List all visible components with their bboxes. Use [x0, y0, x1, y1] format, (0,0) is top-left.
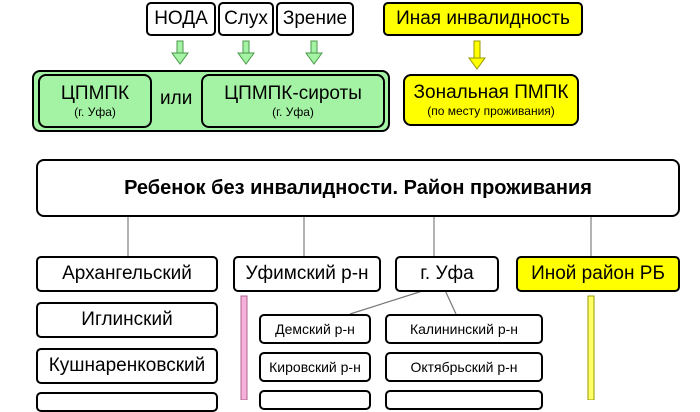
cpmpk-siroty-title: ЦПМПК-сироты [224, 82, 362, 104]
box-sluh: Слух [218, 2, 274, 36]
zonal-sub: (по месту проживания) [427, 103, 555, 118]
box-column1-partial [36, 392, 218, 412]
box-oktyabrsky-rn: Октябрьский р-н [385, 352, 543, 382]
box-zonal-pmpk: Зональная ПМПК (по месту проживания) [403, 74, 579, 126]
box-kirovsky-rn: Кировский р-н [259, 352, 371, 382]
line-ufa-left [349, 287, 433, 315]
yellow-vertical-bar [587, 295, 595, 400]
box-zrenie: Зрение [276, 2, 354, 36]
green-arrow-sluh [237, 40, 255, 65]
box-arhangelsky: Архангельский [36, 256, 218, 292]
green-arrow-noda [171, 40, 189, 65]
box-ufa-right-partial [385, 390, 543, 410]
line-ufa-right [443, 287, 457, 315]
ufa-label: г. Уфа [420, 263, 474, 284]
box-inaya-label: Иная инвалидность [396, 8, 570, 29]
box-cpmpk-siroty: ЦПМПК-сироты (г. Уфа) [201, 74, 385, 128]
zonal-title: Зональная ПМПК [413, 81, 569, 103]
cpmpk-siroty-sub: (г. Уфа) [272, 104, 314, 119]
box-noda-label: НОДА [154, 8, 208, 29]
oktyabrsky-label: Октябрьский р-н [410, 359, 518, 375]
box-demsky-rn: Демский р-н [259, 314, 371, 344]
box-ufimsky-rn: Уфимский р-н [233, 256, 381, 292]
box-iglinsky: Иглинский [36, 302, 218, 338]
box-noda: НОДА [146, 2, 216, 36]
box-ufa: г. Уфа [395, 256, 499, 292]
inoy-rayon-label: Иной район РБ [531, 263, 665, 284]
kirovsky-label: Кировский р-н [269, 359, 361, 375]
kalininsky-label: Калининский р-н [409, 321, 519, 337]
box-kalininsky-rn: Калининский р-н [385, 314, 543, 344]
box-sluh-label: Слух [224, 8, 268, 29]
green-arrow-zrenie [305, 40, 323, 65]
pink-vertical-bar [240, 295, 248, 400]
ufimsky-rn-label: Уфимский р-н [245, 263, 369, 284]
connector-ili: или [160, 88, 193, 109]
main-box-label: Ребенок без инвалидности. Район проживан… [124, 176, 592, 199]
box-zrenie-label: Зрение [282, 8, 348, 29]
cpmpk-title: ЦПМПК [60, 82, 130, 104]
box-ufa-left-partial [259, 390, 371, 410]
kushnarenkovsky-label: Кушнаренковский [48, 355, 206, 376]
box-cpmpk: ЦПМПК (г. Уфа) [38, 74, 152, 128]
box-inaya-invalidnost: Иная инвалидность [383, 2, 583, 36]
box-inoy-rayon-rb: Иной район РБ [516, 256, 680, 292]
arhangelsky-label: Архангельский [62, 263, 192, 284]
demsky-label: Демский р-н [275, 321, 355, 337]
iglinsky-label: Иглинский [81, 309, 173, 330]
main-box: Ребенок без инвалидности. Район проживан… [36, 159, 680, 217]
box-kushnarenkovsky: Кушнаренковский [36, 348, 218, 384]
cpmpk-sub: (г. Уфа) [74, 104, 116, 119]
connectors-layer [127, 40, 595, 400]
yellow-arrow [468, 40, 486, 70]
